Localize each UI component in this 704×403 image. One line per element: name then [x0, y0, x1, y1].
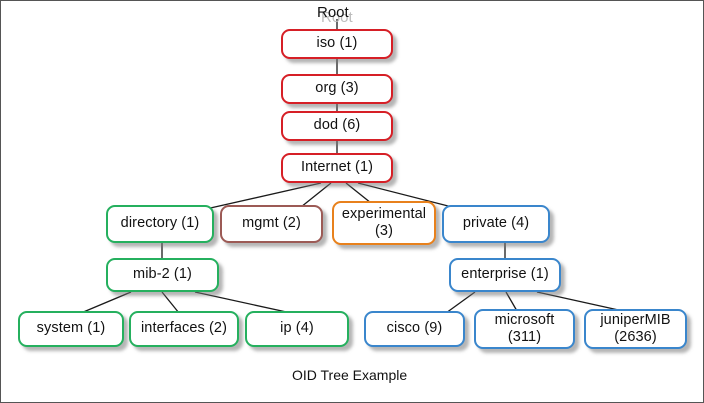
root-label: Root: [317, 4, 349, 21]
tree-node-label: directory (1): [120, 215, 200, 232]
tree-node-ip[interactable]: ip (4): [245, 311, 349, 347]
root-label-shadow: Root: [321, 9, 353, 26]
tree-node-system[interactable]: system (1): [18, 311, 124, 347]
tree-node-iso[interactable]: iso (1): [281, 29, 393, 59]
edge-internet-to-mgmt: [300, 182, 332, 208]
tree-node-enterprise[interactable]: enterprise (1): [449, 258, 561, 292]
tree-node-juniper[interactable]: juniperMIB (2636): [584, 309, 687, 349]
tree-node-label: iso (1): [316, 35, 358, 52]
figure-caption: OID Tree Example: [292, 367, 408, 383]
edge-mib2-to-ip: [194, 291, 292, 314]
edge-mib2-to-system: [80, 291, 132, 314]
tree-node-label: cisco (9): [386, 320, 443, 337]
edge-enterprise-to-cisco: [445, 291, 476, 314]
tree-node-label: ip (4): [280, 320, 314, 337]
edge-internet-to-experimental: [345, 182, 372, 204]
tree-node-directory[interactable]: directory (1): [106, 205, 214, 243]
tree-node-mib2[interactable]: mib-2 (1): [106, 258, 219, 292]
tree-node-label: juniperMIB (2636): [600, 311, 671, 345]
tree-node-label: mib-2 (1): [133, 266, 192, 283]
tree-node-label: dod (6): [313, 117, 361, 134]
tree-node-label: system (1): [36, 320, 106, 337]
tree-node-experimental[interactable]: experimental (3): [332, 201, 436, 245]
tree-node-label: enterprise (1): [461, 266, 549, 283]
tree-node-interfaces[interactable]: interfaces (2): [129, 311, 239, 347]
tree-node-mgmt[interactable]: mgmt (2): [220, 205, 323, 243]
tree-node-label: private (4): [462, 215, 530, 232]
tree-node-label: experimental (3): [341, 205, 427, 239]
tree-node-internet[interactable]: Internet (1): [281, 153, 393, 183]
tree-node-label: org (3): [315, 80, 359, 97]
tree-node-label: mgmt (2): [242, 215, 301, 232]
tree-node-label: interfaces (2): [140, 320, 227, 337]
tree-node-dod[interactable]: dod (6): [281, 111, 393, 141]
tree-node-cisco[interactable]: cisco (9): [364, 311, 465, 347]
edge-mib2-to-interfaces: [161, 291, 180, 314]
tree-node-label: microsoft (311): [494, 311, 555, 345]
tree-node-label: Internet (1): [300, 159, 374, 176]
tree-node-private[interactable]: private (4): [442, 205, 550, 243]
tree-node-microsoft[interactable]: microsoft (311): [474, 309, 575, 349]
tree-node-org[interactable]: org (3): [281, 74, 393, 104]
